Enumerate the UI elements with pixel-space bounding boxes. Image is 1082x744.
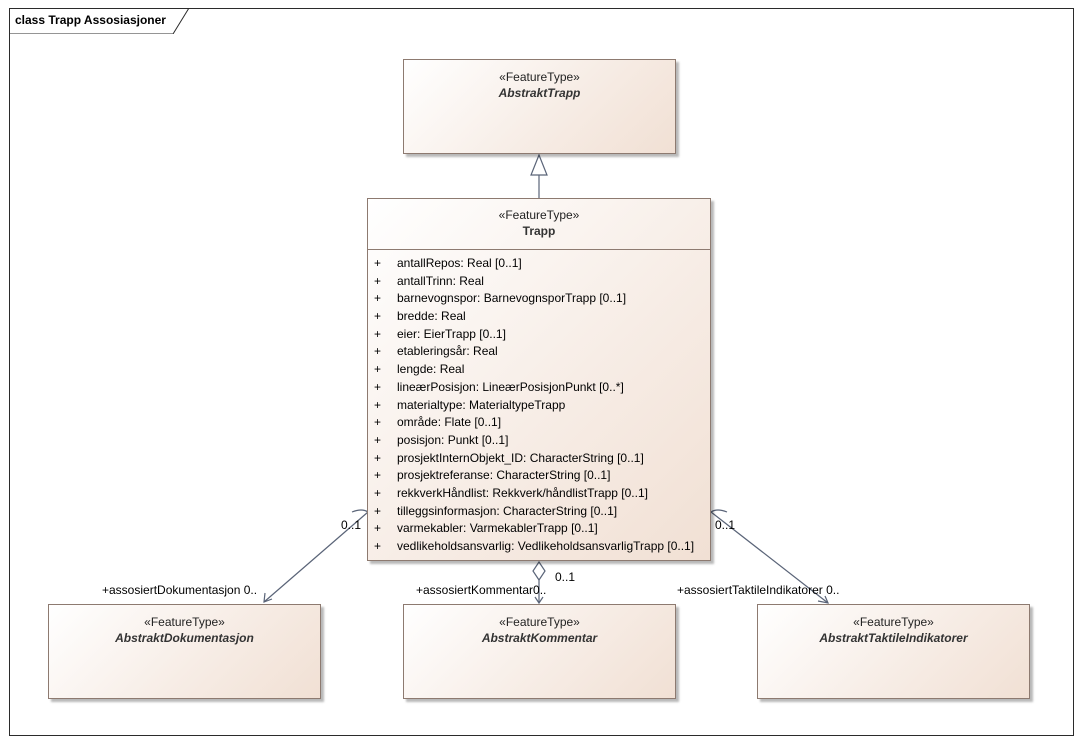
class-trapp[interactable]: «FeatureType» Trapp + antallRepos: Real [… [367,198,711,561]
attribute-list: + antallRepos: Real [0..1] + antallTrinn: … [368,250,710,556]
association-start-mark-dokumentasjon [351,509,369,513]
attribute-row: + lengde: Real [368,361,710,379]
stereotype-label: «FeatureType» [499,70,580,84]
role-name: +assosiertKommentar [416,583,534,597]
attribute-row: + prosjektreferanse: CharacterString [0..… [368,467,710,485]
attribute-row: + lineærPosisjon: LineærPosisjonPunkt [0.… [368,379,710,397]
visibility-marker: + [374,379,382,394]
generalization-arrowhead [530,153,548,176]
class-divider [368,249,710,250]
attribute-text: vedlikeholdsansvarlig: Vedlikeholdsansva… [397,539,695,553]
frame-title-tab [9,8,190,34]
attribute-text: etableringsår: Real [397,344,498,359]
class-name: AbstraktTaktileIndikatorer [819,631,968,645]
attribute-text: eier: EierTrapp [0..1] [397,326,506,341]
class-abstrakt-kommentar[interactable]: «FeatureType» AbstraktKommentar [403,604,676,699]
attribute-row: + prosjektInternObjekt_ID: CharacterStrin… [368,450,710,468]
multiplicity-label-source-taktile: 0..1 [715,518,736,532]
stereotype-label: «FeatureType» [499,615,580,629]
visibility-marker: + [374,521,382,536]
attribute-row: + tilleggsinformasjon: CharacterString [0… [368,503,710,521]
attribute-text: posisjon: Punkt [0..1] [397,432,509,447]
attribute-row: + bredde: Real [368,308,710,326]
attribute-row: + eier: EierTrapp [0..1] [368,326,710,344]
multiplicity-label-target: 0.. [826,583,840,597]
attribute-row: + rekkverkHåndlist: Rekkverk/håndlistTrap… [368,485,710,503]
visibility-marker: + [374,432,382,447]
attribute-text: bredde: Real [397,309,466,324]
attribute-row: + antallRepos: Real [0..1] [368,255,710,273]
stereotype-label: «FeatureType» [144,615,225,629]
attribute-text: rekkverkHåndlist: Rekkverk/håndlistTrapp… [397,485,648,500]
attribute-row: + antallTrinn: Real [368,273,710,291]
visibility-marker: + [374,344,382,359]
association-start-mark-taktile [710,509,728,513]
class-abstrakt-dokumentasjon[interactable]: «FeatureType» AbstraktDokumentasjon [48,604,321,699]
attribute-text: prosjektreferanse: CharacterString [0..1… [397,468,611,483]
attribute-text: prosjektInternObjekt_ID: CharacterString… [397,450,644,465]
visibility-marker: + [374,415,382,430]
class-name: Trapp [522,224,556,238]
attribute-text: varmekabler: VarmekablerTrapp [0..1] [397,521,598,536]
attribute-row: + område: Flate [0..1] [368,414,710,432]
association-arrow-taktile [817,595,830,604]
role-label-kommentar: +assosiertKommentar0.. [416,583,546,597]
attribute-text: lineærPosisjon: LineærPosisjonPunkt [0..… [397,379,624,394]
association-line-dokumentasjon [263,511,369,603]
association-arrow-kommentar [534,596,544,605]
attribute-text: materialtype: MaterialtypeTrapp [397,397,566,412]
visibility-marker: + [374,326,382,341]
visibility-marker: + [374,256,382,270]
attribute-row: + etableringsår: Real [368,343,710,361]
attribute-text: lengde: Real [397,362,465,377]
association-start-mark-kommentar [532,560,546,582]
attribute-text: antallRepos: Real [0..1] [397,256,522,270]
multiplicity-label-source-dokumentasjon: 0..1 [341,518,362,532]
role-label-taktile: +assosiertTaktileIndikatorer 0.. [677,583,839,597]
multiplicity-label-target: 0.. [243,583,258,597]
visibility-marker: + [374,503,382,518]
attribute-row: + posisjon: Punkt [0..1] [368,432,710,450]
attribute-text: barnevognspor: BarnevognsporTrapp [0..1] [397,291,627,306]
visibility-marker: + [374,397,382,412]
class-abstrakt-trapp[interactable]: «FeatureType» AbstraktTrapp [403,59,676,154]
visibility-marker: + [374,309,382,324]
visibility-marker: + [374,539,382,553]
attribute-text: antallTrinn: Real [397,273,484,288]
visibility-marker: + [374,450,382,465]
role-label-dokumentasjon: +assosiertDokumentasjon 0.. [102,583,257,597]
diagram-frame [9,8,1074,736]
class-name: AbstraktKommentar [481,631,598,645]
role-name: +assosiertTaktileIndikatorer [677,583,823,597]
attribute-row: + barnevognspor: BarnevognsporTrapp [0..1… [368,290,710,308]
class-name: AbstraktTrapp [498,86,581,100]
attribute-text: område: Flate [0..1] [397,415,502,430]
role-name: +assosiertDokumentasjon [102,583,241,597]
stereotype-label: «FeatureType» [498,208,580,222]
diagram-title: class Trapp Assosiasjoner [15,13,166,27]
visibility-marker: + [374,485,382,500]
attribute-row: + varmekabler: VarmekablerTrapp [0..1] [368,520,710,538]
class-name: AbstraktDokumentasjon [115,631,254,645]
class-abstrakt-taktile-indikatorer[interactable]: «FeatureType» AbstraktTaktileIndikatorer [757,604,1030,699]
multiplicity-label-target: 0.. [533,583,547,597]
attribute-text: tilleggsinformasjon: CharacterString [0.… [397,503,618,518]
visibility-marker: + [374,468,382,483]
association-line-taktile [710,511,829,604]
visibility-marker: + [374,291,382,306]
attribute-row: + vedlikeholdsansvarlig: Vedlikeholdsansv… [368,538,710,556]
visibility-marker: + [374,362,382,377]
multiplicity-label-source-kommentar: 0..1 [555,570,576,584]
attribute-row: + materialtype: MaterialtypeTrapp [368,397,710,415]
association-arrow-dokumentasjon [263,592,273,603]
stereotype-label: «FeatureType» [853,615,934,629]
visibility-marker: + [374,273,382,288]
